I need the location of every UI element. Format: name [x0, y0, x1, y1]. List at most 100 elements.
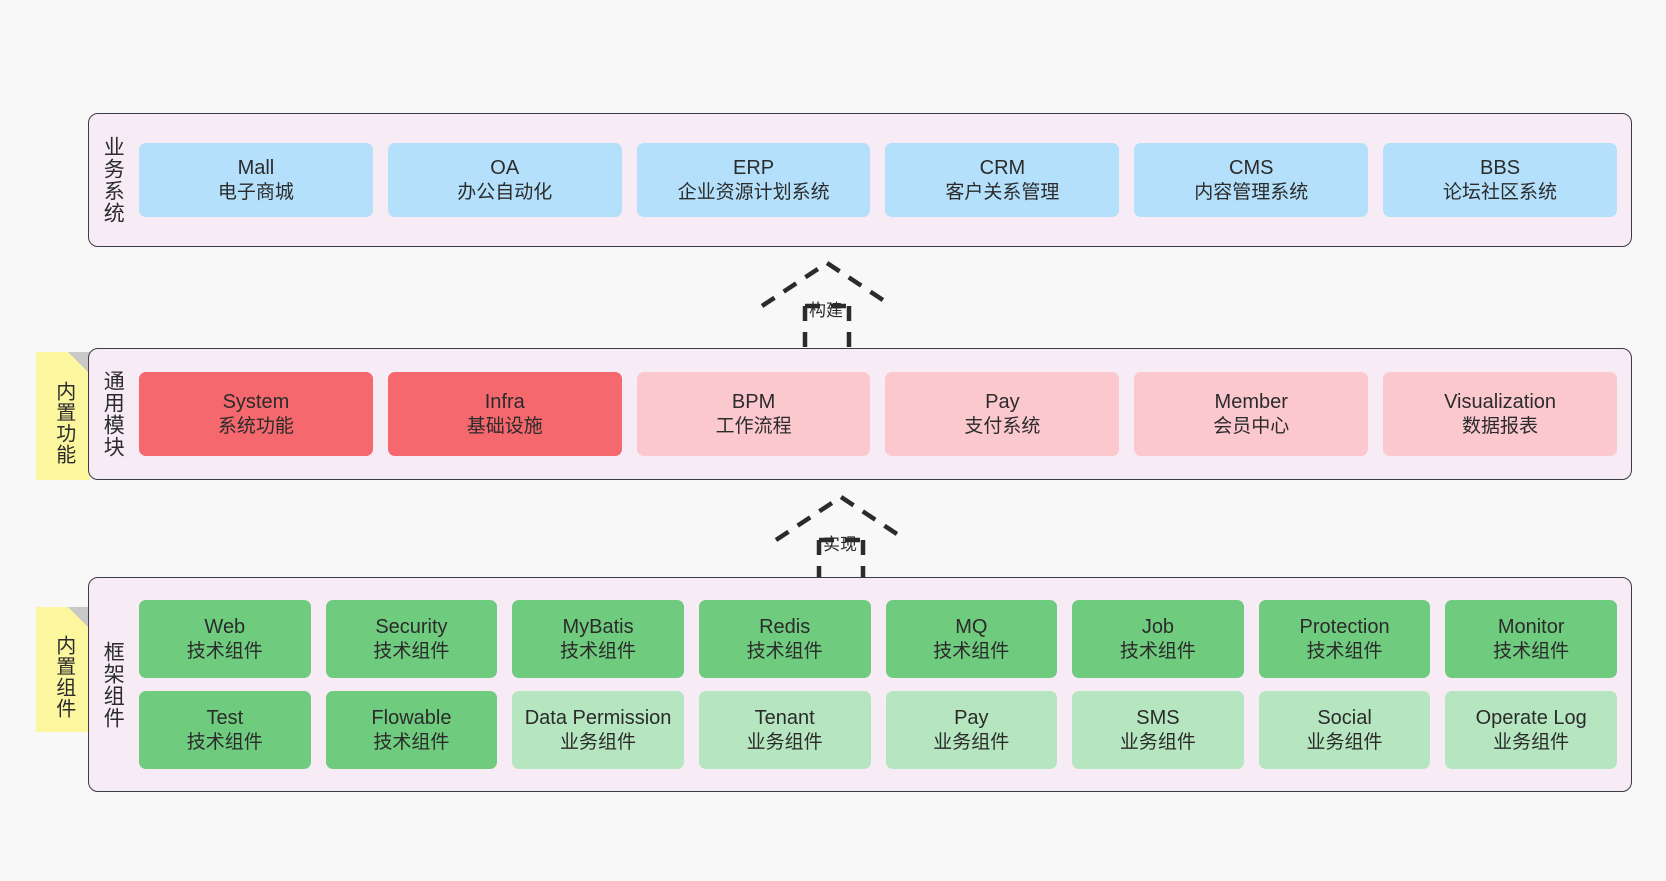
layer-title-common-module: 通用模块 — [101, 370, 125, 458]
layer-common-module: 通用模块 System 系统功能 Infra 基础设施 BPM 工作流程 Pay… — [88, 348, 1632, 480]
card-title-cn: 业务组件 — [746, 731, 823, 753]
card-title-cn: 客户关系管理 — [945, 181, 1060, 203]
card-erp[interactable]: ERP 企业资源计划系统 — [636, 143, 871, 217]
card-title-en: OA — [490, 157, 520, 180]
card-title-cn: 工作流程 — [715, 415, 792, 437]
card-title-en: Test — [206, 707, 244, 730]
card-title-cn: 业务组件 — [560, 731, 637, 753]
card-title-cn: 技术组件 — [186, 640, 263, 662]
card-title-cn: 技术组件 — [560, 640, 637, 662]
card-title-cn: 企业资源计划系统 — [677, 181, 830, 203]
card-title-en: Pay — [954, 707, 989, 730]
card-sms[interactable]: SMS 业务组件 — [1072, 691, 1244, 769]
card-pay-component[interactable]: Pay 业务组件 — [885, 691, 1058, 769]
card-title-en: Pay — [985, 391, 1020, 414]
card-visualization[interactable]: Visualization 数据报表 — [1383, 372, 1617, 456]
card-bbs[interactable]: BBS 论坛社区系统 — [1383, 143, 1617, 217]
card-social[interactable]: Social 业务组件 — [1258, 691, 1431, 769]
layer-title-framework-component: 框架组件 — [101, 640, 125, 729]
sticky-note-builtin-features: 内置功能 — [36, 352, 90, 480]
card-title-cn: 技术组件 — [1306, 640, 1383, 662]
arrow-shaft — [802, 303, 852, 350]
card-title-cn: 支付系统 — [964, 415, 1041, 437]
framework-row-business: Test 技术组件 Flowable 技术组件 Data Permission … — [139, 691, 1617, 769]
card-protection[interactable]: Protection 技术组件 — [1258, 600, 1431, 678]
card-title-cn: 业务组件 — [1493, 731, 1570, 753]
connector-label-build: 构建 — [809, 301, 843, 320]
card-cms[interactable]: CMS 内容管理系统 — [1134, 143, 1369, 217]
card-title-cn: 技术组件 — [1493, 640, 1570, 662]
card-title-en: MQ — [955, 616, 988, 639]
card-title-en: Operate Log — [1475, 707, 1587, 730]
card-tenant[interactable]: Tenant 业务组件 — [698, 691, 871, 769]
card-title-cn: 技术组件 — [373, 640, 450, 662]
card-title-en: Flowable — [371, 707, 452, 730]
connector-label-implement: 实现 — [823, 535, 857, 554]
card-member[interactable]: Member 会员中心 — [1134, 372, 1369, 456]
card-monitor[interactable]: Monitor 技术组件 — [1445, 600, 1617, 678]
card-mybatis[interactable]: MyBatis 技术组件 — [512, 600, 684, 678]
card-system[interactable]: System 系统功能 — [139, 372, 373, 456]
layer-business-system: 业务系统 Mall 电子商城 OA 办公自动化 ERP 企业资源计划系统 CRM… — [88, 113, 1632, 247]
connector-implement: 实现 — [766, 492, 916, 584]
card-infra[interactable]: Infra 基础设施 — [387, 372, 622, 456]
card-title-en: Social — [1317, 707, 1372, 730]
card-title-cn: 会员中心 — [1213, 415, 1290, 437]
card-data-permission[interactable]: Data Permission 业务组件 — [512, 691, 684, 769]
card-title-en: Job — [1141, 616, 1175, 639]
card-title-en: BBS — [1480, 157, 1521, 180]
common-module-card-list: System 系统功能 Infra 基础设施 BPM 工作流程 Pay 支付系统… — [135, 349, 1631, 479]
card-title-cn: 技术组件 — [746, 640, 823, 662]
card-job[interactable]: Job 技术组件 — [1072, 600, 1244, 678]
card-title-en: Data Permission — [524, 707, 672, 730]
card-title-cn: 技术组件 — [373, 731, 450, 753]
card-title-en: Infra — [484, 391, 525, 414]
card-title-cn: 技术组件 — [1119, 640, 1196, 662]
card-title-en: Mall — [237, 157, 275, 180]
card-title-cn: 技术组件 — [933, 640, 1010, 662]
card-oa[interactable]: OA 办公自动化 — [387, 143, 622, 217]
card-mall[interactable]: Mall 电子商城 — [139, 143, 373, 217]
card-title-en: Monitor — [1497, 616, 1565, 639]
connector-build: 构建 — [752, 258, 902, 350]
sticky-note-builtin-components: 内置组件 — [36, 607, 90, 732]
framework-row-technical: Web 技术组件 Security 技术组件 MyBatis 技术组件 Redi… — [139, 600, 1617, 678]
card-title-en: CRM — [979, 157, 1026, 180]
card-operate-log[interactable]: Operate Log 业务组件 — [1445, 691, 1617, 769]
card-title-en: Redis — [759, 616, 811, 639]
card-title-en: CMS — [1229, 157, 1274, 180]
card-title-en: Tenant — [754, 707, 815, 730]
layer-title-business-system: 业务系统 — [101, 136, 125, 224]
card-title-en: Security — [375, 616, 448, 639]
arrow-shaft — [816, 537, 866, 584]
card-title-cn: 电子商城 — [217, 181, 294, 203]
card-title-cn: 技术组件 — [186, 731, 263, 753]
card-title-cn: 系统功能 — [217, 415, 294, 437]
card-web[interactable]: Web 技术组件 — [139, 600, 311, 678]
card-title-en: Member — [1214, 391, 1288, 414]
card-title-en: Web — [204, 616, 246, 639]
card-crm[interactable]: CRM 客户关系管理 — [885, 143, 1120, 217]
card-title-cn: 业务组件 — [1119, 731, 1196, 753]
sticky-note-label: 内置组件 — [52, 634, 75, 719]
card-pay[interactable]: Pay 支付系统 — [885, 372, 1120, 456]
card-title-en: Visualization — [1444, 391, 1557, 414]
card-title-en: Protection — [1299, 616, 1390, 639]
card-title-cn: 数据报表 — [1462, 415, 1539, 437]
card-title-cn: 论坛社区系统 — [1443, 181, 1558, 203]
card-title-en: System — [222, 391, 290, 414]
layer-framework-component: 框架组件 Web 技术组件 Security 技术组件 MyBatis 技术组件… — [88, 577, 1632, 792]
card-title-cn: 办公自动化 — [457, 181, 553, 203]
card-test[interactable]: Test 技术组件 — [139, 691, 311, 769]
card-redis[interactable]: Redis 技术组件 — [698, 600, 871, 678]
card-security[interactable]: Security 技术组件 — [325, 600, 498, 678]
card-title-en: ERP — [733, 157, 775, 180]
card-title-en: BPM — [731, 391, 776, 414]
card-mq[interactable]: MQ 技术组件 — [885, 600, 1058, 678]
card-flowable[interactable]: Flowable 技术组件 — [325, 691, 498, 769]
card-title-cn: 业务组件 — [1306, 731, 1383, 753]
card-bpm[interactable]: BPM 工作流程 — [636, 372, 871, 456]
card-title-cn: 业务组件 — [933, 731, 1010, 753]
card-title-en: MyBatis — [562, 616, 634, 639]
